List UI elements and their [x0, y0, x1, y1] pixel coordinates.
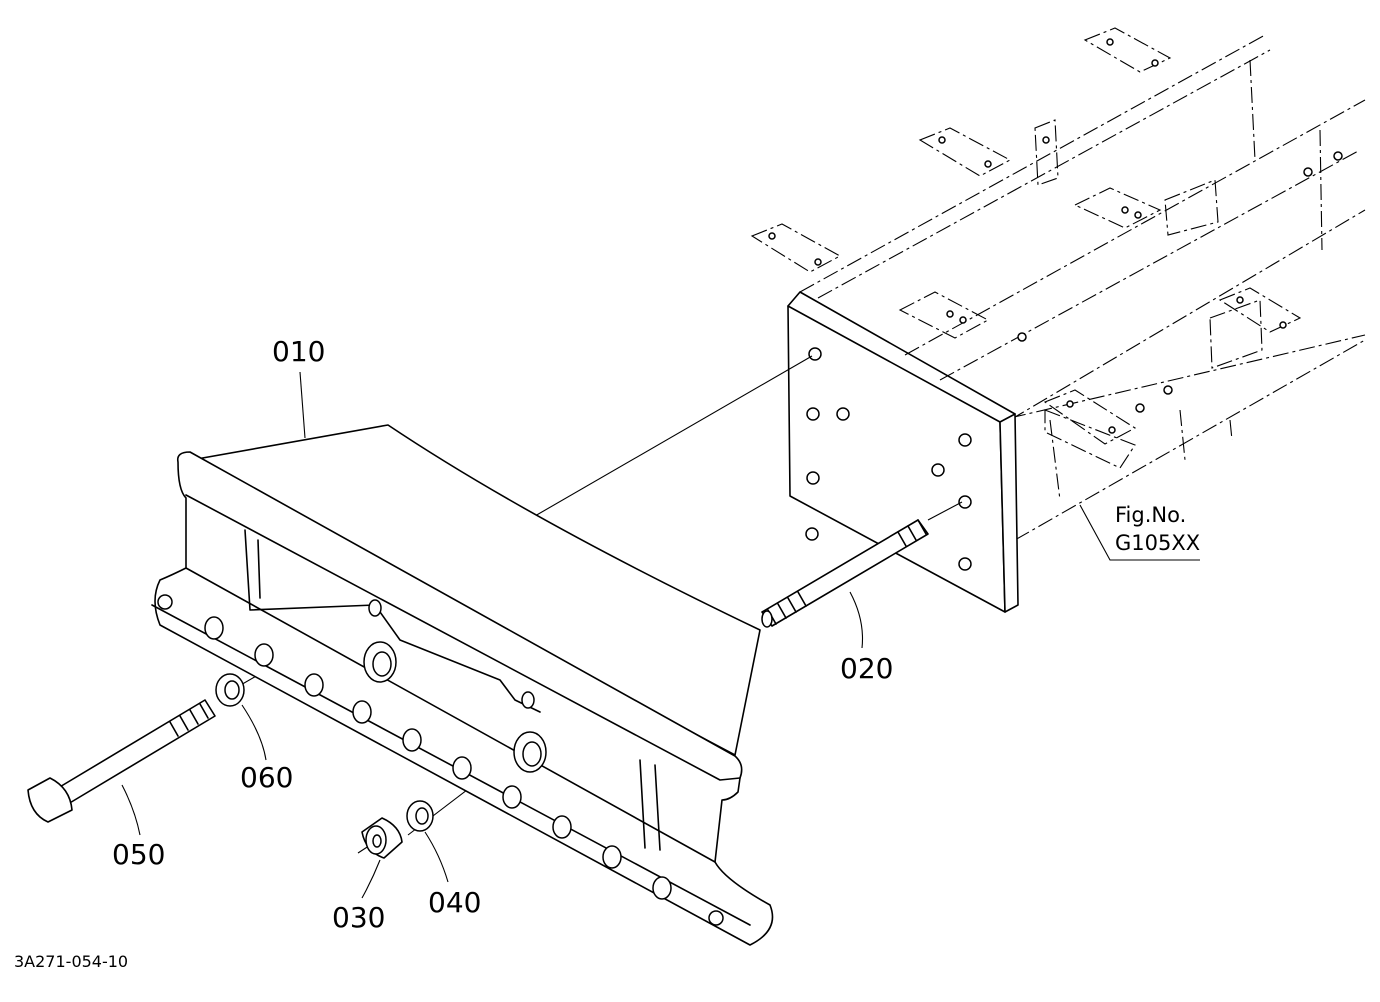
washer-060 — [215, 673, 245, 707]
figure-reference-line1: Fig.No. — [1115, 503, 1186, 527]
leader-lines — [121, 371, 1200, 899]
part-label-030: 030 — [332, 901, 385, 934]
part-label-020: 020 — [840, 652, 893, 685]
nut-030 — [361, 817, 403, 859]
lock-washer-040 — [406, 800, 434, 832]
part-label-050: 050 — [112, 838, 165, 871]
track-frame — [750, 27, 1366, 613]
stud-bolt — [761, 519, 929, 628]
part-label-010: 010 — [272, 335, 325, 368]
part-label-040: 040 — [428, 886, 481, 919]
track-guide — [151, 424, 774, 946]
figure-reference-line2: G105XX — [1115, 531, 1200, 555]
drawing-code: 3A271-054-10 — [14, 952, 128, 971]
part-label-060: 060 — [240, 761, 293, 794]
bolt — [27, 699, 216, 823]
